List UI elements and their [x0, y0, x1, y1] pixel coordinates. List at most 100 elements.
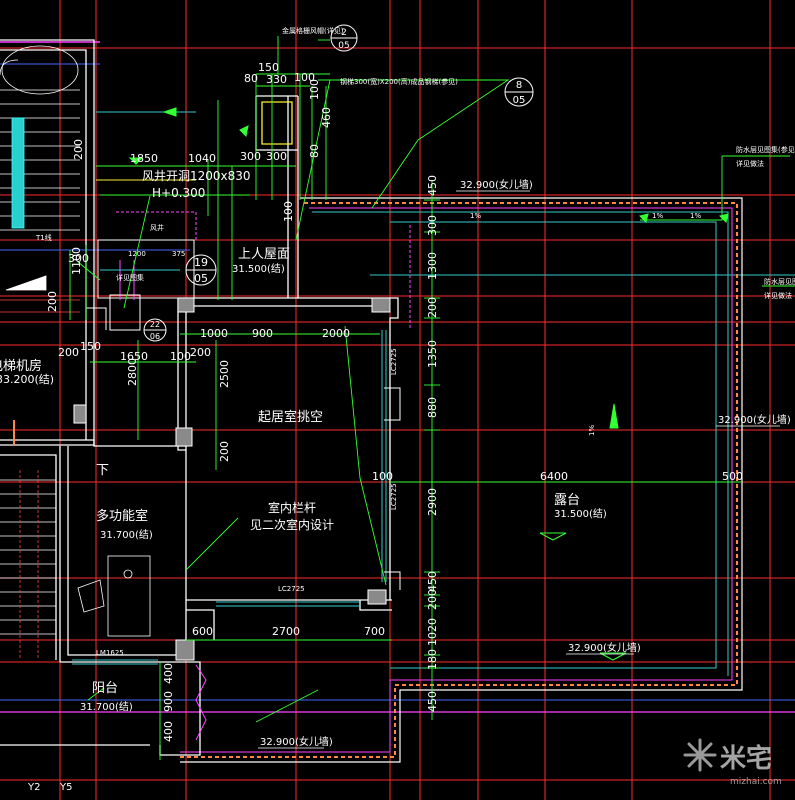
svg-text:460: 460 [320, 107, 333, 128]
callout-2-05: 2 05 [330, 24, 358, 52]
svg-text:200: 200 [58, 346, 79, 359]
stair-lower [0, 470, 151, 660]
svg-text:1100: 1100 [70, 247, 83, 275]
svg-text:1650: 1650 [120, 350, 148, 363]
svg-text:1%: 1% [652, 212, 663, 220]
svg-text:500: 500 [722, 470, 743, 483]
slope-marks: 1% 1% 1% 1% [470, 212, 701, 436]
svg-text:金属格栅风帽(详见): 金属格栅风帽(详见) [282, 26, 344, 35]
watermark-text: 米宅 [720, 743, 772, 774]
left-vertical-dimension-texts: 2800 2500 200 1100 200 300 [46, 247, 231, 462]
svg-text:防水层见图集(参见): 防水层见图集(参见) [764, 277, 795, 286]
svg-text:80: 80 [244, 72, 258, 85]
walls [0, 39, 399, 756]
svg-text:2800: 2800 [126, 358, 139, 386]
svg-text:1000: 1000 [200, 327, 228, 340]
svg-text:200: 200 [426, 297, 439, 318]
svg-text:200: 200 [72, 139, 85, 160]
svg-text:450: 450 [426, 571, 439, 592]
svg-text:6400: 6400 [540, 470, 568, 483]
svg-text:LC2725: LC2725 [390, 348, 398, 375]
svg-text:32.900(女儿墙): 32.900(女儿墙) [460, 178, 533, 191]
callout-8-05: 8 05 [504, 77, 534, 107]
railing-note-1: 室内栏杆 [268, 500, 316, 515]
windows [72, 330, 401, 665]
svg-text:LC2725: LC2725 [390, 483, 398, 510]
svg-text:900: 900 [252, 327, 273, 340]
svg-text:100: 100 [294, 71, 315, 84]
balcony-elevation: 31.700(结) [80, 700, 133, 713]
svg-text:880: 880 [426, 397, 439, 418]
leader-lines [77, 36, 795, 723]
svg-text:700: 700 [364, 625, 385, 638]
left-top-dimension-texts: 1850 1040 200 [72, 139, 216, 165]
svg-text:450: 450 [426, 691, 439, 712]
vertical-dimension-texts: 450 300 1300 200 1350 880 2900 450 200 1… [426, 175, 439, 712]
svg-text:1350: 1350 [426, 340, 439, 368]
svg-text:2500: 2500 [218, 360, 231, 388]
svg-text:300: 300 [68, 252, 89, 265]
callout-sheet: 05 [338, 41, 349, 51]
callout-22-06: 22 06 [143, 318, 167, 342]
svg-text:1040: 1040 [188, 152, 216, 165]
svg-text:300: 300 [266, 150, 287, 163]
svg-text:1020: 1020 [426, 618, 439, 646]
svg-text:1%: 1% [690, 212, 701, 220]
callout-number: 22 [150, 320, 160, 329]
machine-elevation: 33.200(结) [0, 373, 54, 386]
svg-text:150: 150 [80, 340, 101, 353]
svg-text:Y2: Y2 [27, 782, 40, 793]
roof-label: 上人屋面 [238, 247, 290, 262]
callout-number: 8 [516, 80, 522, 91]
svg-text:300: 300 [426, 215, 439, 236]
svg-text:80: 80 [308, 144, 321, 158]
svg-text:100: 100 [372, 470, 393, 483]
callout-number: 19 [194, 256, 208, 269]
svg-text:2000: 2000 [322, 327, 350, 340]
svg-text:100: 100 [282, 201, 295, 222]
svg-text:LM1625: LM1625 [96, 649, 124, 657]
svg-text:400: 400 [162, 663, 175, 684]
svg-text:防水层见图集(参见): 防水层见图集(参见) [736, 145, 795, 154]
svg-text:1300: 1300 [426, 252, 439, 280]
section-arrows [128, 107, 729, 661]
roof-elevation: 31.500(结) [232, 262, 285, 275]
svg-text:LC2725: LC2725 [278, 585, 305, 593]
svg-text:32.900(女儿墙): 32.900(女儿墙) [568, 641, 641, 654]
room-dimension-texts: 1000 900 2000 1650 100 200 200 150 6400 … [58, 250, 743, 638]
axis-labels: Y2 Y5 [27, 782, 72, 793]
svg-text:1850: 1850 [130, 152, 158, 165]
watermark: 米宅 mizhai.com [683, 738, 782, 787]
room-living-void: 起居室挑空 [258, 409, 323, 425]
shaft-opening-label: 风井开洞1200x830 [142, 169, 251, 183]
watermark-url: mizhai.com [730, 777, 782, 787]
stair-down-label: 下 [96, 463, 109, 478]
svg-text:450: 450 [426, 175, 439, 196]
svg-text:1%: 1% [470, 212, 481, 220]
svg-text:32.900(女儿墙): 32.900(女儿墙) [718, 413, 791, 426]
parapet-elevations: 32.900(女儿墙) 32.900(女儿墙) 32.900(女儿墙) 32.9… [258, 178, 791, 749]
room-labels: 风井开洞1200x830 H+0.300 上人屋面 31.500(结) 起居室挑… [0, 169, 607, 713]
svg-text:1%: 1% [588, 425, 596, 436]
svg-text:600: 600 [192, 625, 213, 638]
svg-text:200: 200 [426, 589, 439, 610]
terrace-parapet [180, 197, 743, 763]
svg-text:详见做法: 详见做法 [764, 291, 792, 300]
svg-text:150: 150 [258, 61, 279, 74]
svg-text:T1线: T1线 [35, 233, 52, 242]
callout-19-05: 19 05 [185, 254, 217, 286]
reference-lines [0, 41, 795, 713]
svg-text:375: 375 [172, 250, 185, 258]
svg-text:Y5: Y5 [59, 782, 72, 793]
svg-text:300: 300 [240, 150, 261, 163]
svg-text:风井: 风井 [150, 223, 164, 232]
svg-text:400: 400 [162, 721, 175, 742]
callout-sheet: 05 [194, 272, 208, 285]
room-balcony: 阳台 [92, 681, 118, 696]
svg-text:详见图集: 详见图集 [116, 273, 144, 282]
room-multi: 多功能室 [96, 508, 148, 524]
svg-text:900: 900 [162, 691, 175, 712]
balcony-dimension-texts: 400 900 400 [162, 663, 175, 742]
svg-text:100: 100 [170, 350, 191, 363]
